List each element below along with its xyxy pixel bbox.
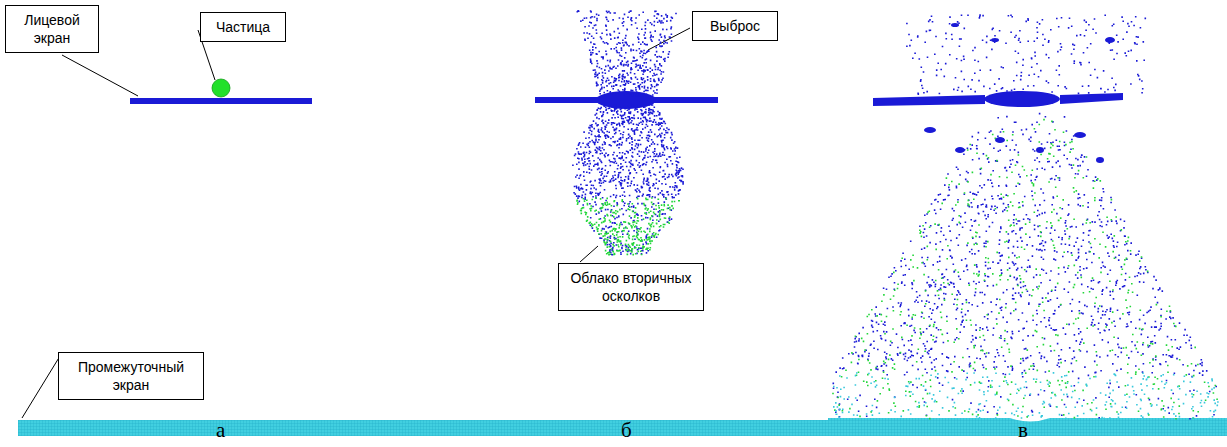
fragment-clump	[991, 38, 999, 42]
callout-text: Облако вторичных осколков	[567, 269, 695, 305]
callout-text: Лицевой экран	[14, 11, 90, 47]
leader-line	[580, 246, 598, 262]
panel-letter: в	[1018, 418, 1028, 442]
impact-zone	[984, 91, 1060, 107]
callout-box: Лицевой экран	[5, 5, 99, 53]
fragment-clump	[951, 23, 959, 27]
callout-text: Частица	[209, 18, 277, 36]
panel-letter: б	[621, 418, 632, 442]
leader-line	[22, 356, 60, 418]
panel-letter: а	[216, 418, 225, 442]
callout-text: Выброс	[701, 17, 769, 35]
fragment-clump	[955, 147, 965, 153]
fragment-clump	[1036, 147, 1044, 153]
callout-box: Выброс	[692, 11, 778, 41]
fragment-clump	[924, 127, 936, 133]
fragment-dots	[833, 372, 1219, 419]
fragment-clump	[995, 137, 1005, 143]
leader-line	[62, 55, 138, 96]
callout-box: Частица	[200, 12, 286, 42]
fragment-clump	[1074, 132, 1086, 138]
callout-text: Промежуточный экран	[67, 358, 195, 394]
face-screen	[130, 98, 312, 104]
fragment-dots	[572, 10, 1217, 420]
fragment-clump	[1096, 157, 1104, 163]
leader-line	[648, 28, 690, 50]
particle	[212, 79, 230, 97]
fragment-clump	[1105, 37, 1115, 43]
callout-box: Промежуточный экран	[58, 352, 204, 400]
callout-box: Облако вторичных осколков	[558, 263, 704, 311]
